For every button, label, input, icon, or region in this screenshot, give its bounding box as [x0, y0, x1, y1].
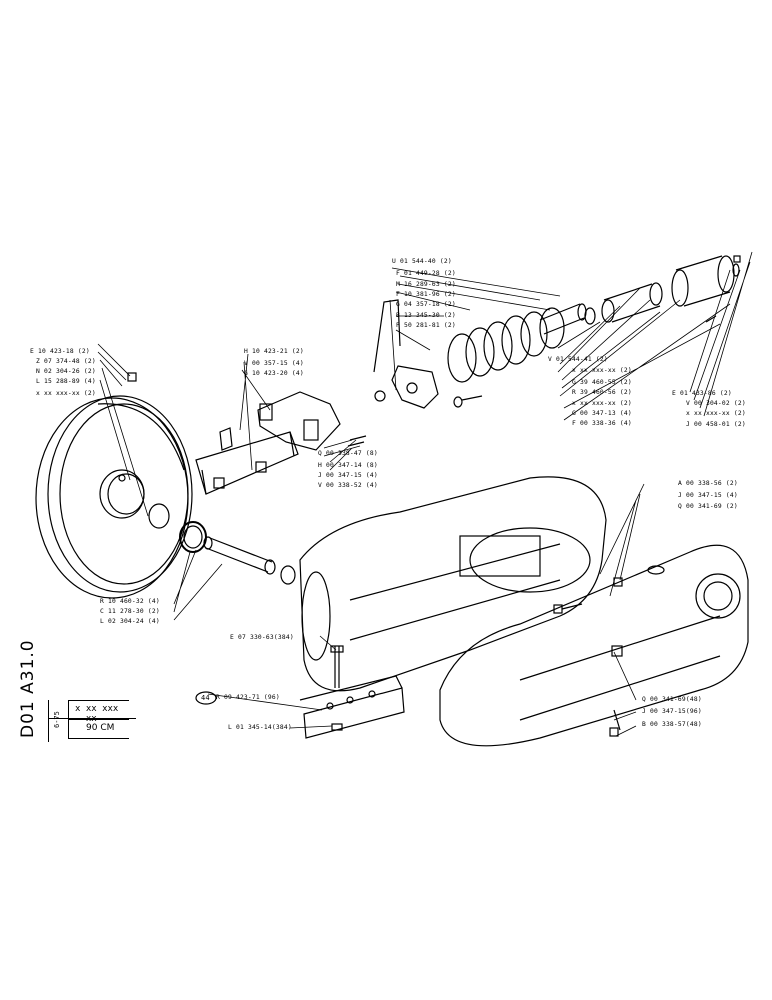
right-track-frame [439, 544, 749, 747]
label-shoe: R 09 423-71 (96) [216, 694, 280, 701]
label-tensioner-5: G 00 347-13 (4) [572, 410, 632, 417]
tensioner-cylinder [601, 255, 741, 323]
label-tensioner-0: V 01 544-41 (2) [548, 356, 608, 363]
title-block-rule-vertical [48, 700, 49, 742]
label-tensioner-2: G 39 460-55 (2) [572, 379, 632, 386]
label-frame-bolt-2: Q 00 341-69 (2) [678, 503, 738, 510]
leader-lines [97, 251, 753, 737]
label-wheel-0: E 10 423-18 (2) [30, 348, 90, 355]
bracket-assembly [195, 391, 367, 495]
label-wheel-3: L 15 288-89 (4) [36, 378, 96, 385]
label-grease-0: E 01 433-86 (2) [672, 390, 732, 397]
callout-circle [195, 691, 217, 705]
label-bracket-1: V 00 357-15 (4) [244, 360, 304, 367]
label-spring-0: U 01 544-40 (2) [392, 258, 452, 265]
label-frame-bolt-0: A 00 338-56 (2) [678, 480, 738, 487]
label-roller-bolt-2: B 00 338-57(48) [642, 721, 702, 728]
label-bracket-2: G 10 423-20 (4) [244, 370, 304, 377]
title-block-rule-horizontal [48, 718, 136, 719]
label-bracket-bolt-0: Q 00 338-47 (8) [318, 450, 378, 457]
left-track-frame [299, 476, 607, 692]
label-tensioner-3: R 39 460-56 (2) [572, 389, 632, 396]
size-cell: 90 CM [68, 718, 129, 739]
label-shoe-bolt: E 07 330-63(384) [230, 634, 294, 641]
label-spring-4: G 04 357-18 (2) [396, 301, 456, 308]
label-grease-1: V 00 304-02 (2) [686, 400, 746, 407]
drawing-code: D01 A31.0 [18, 639, 38, 738]
label-roller-bolt-0: Q 00 341-69(48) [642, 696, 702, 703]
label-tensioner-1: x xx xxx-xx (2) [572, 367, 632, 374]
label-frame-bolt-1: J 00 347-15 (4) [678, 492, 738, 499]
size-label: 90 CM [86, 723, 115, 733]
part-number-cell: x xx xxx - xx [68, 700, 129, 724]
drawing-date: 6-75 [53, 711, 61, 728]
label-bracket-bolt-3: V 00 338-52 (4) [318, 482, 378, 489]
label-shaft-2: L 02 304-24 (4) [100, 618, 160, 625]
part-number: x xx xxx - xx [75, 704, 119, 724]
label-bracket-bolt-2: J 00 347-15 (4) [318, 472, 378, 479]
label-tensioner-6: F 00 338-36 (4) [572, 420, 632, 427]
label-tensioner-4: x xx xxx-xx (2) [572, 400, 632, 407]
label-spring-5: B 13 345-30 (2) [396, 312, 456, 319]
label-roller-bolt-1: J 00 347-15(96) [642, 708, 702, 715]
idler-shaft [203, 536, 296, 585]
label-spring-1: F 01 449-28 (2) [396, 270, 456, 277]
label-grease-2: x xx xxx-xx (2) [686, 410, 746, 417]
roller-bolt-group [609, 645, 623, 737]
label-wheel-2: N 02 304-26 (2) [36, 368, 96, 375]
label-shaft-0: R 10 460-32 (4) [100, 598, 160, 605]
idler-wheel [35, 395, 207, 599]
label-grease-3: J 00 458-01 (2) [686, 421, 746, 428]
label-spring-6: P 50 281-81 (2) [396, 322, 456, 329]
recoil-spring [373, 299, 596, 409]
label-wheel-4: x xx xxx-xx (2) [36, 390, 96, 397]
screw-top-wheel [127, 372, 137, 382]
label-wheel-1: Z 07 374-48 (2) [36, 358, 96, 365]
callout-marker: 44 [201, 694, 210, 702]
track-shoe [299, 645, 405, 739]
label-spring-3: F 10 381-96 (2) [396, 291, 456, 298]
label-bracket-0: H 10 423-21 (2) [244, 348, 304, 355]
label-shaft-1: C 11 278-30 (2) [100, 608, 160, 615]
label-spring-2: M 16 289-63 (2) [396, 281, 456, 288]
label-shoe-nut: L 01 345-14(384) [228, 724, 292, 731]
label-bracket-bolt-1: H 00 347-14 (8) [318, 462, 378, 469]
